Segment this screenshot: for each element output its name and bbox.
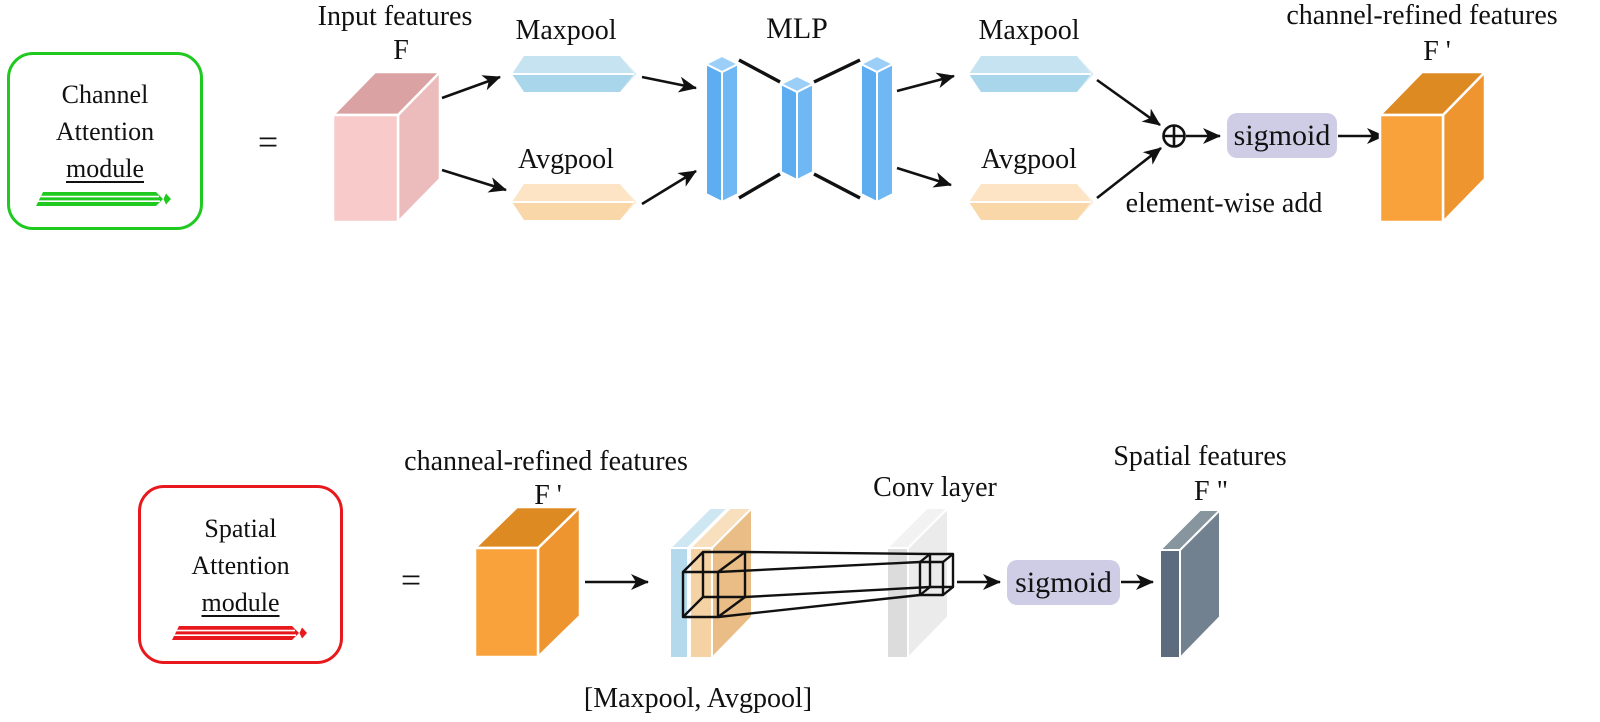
spatial-module-line-1: Spatial: [204, 513, 277, 543]
arrow-avgpool-to-mlp: [641, 169, 697, 206]
input-cube-front-face: [331, 113, 400, 224]
spatial-features-slab: [1157, 507, 1223, 661]
channel-module-line-1: Channel: [61, 80, 149, 109]
arrow-mlp-to-maxpool: [896, 72, 955, 93]
spatial-equals-sign: =: [400, 560, 422, 600]
mlp-column-right: [860, 62, 878, 204]
channeal-refined-label: channeal-refined features: [404, 446, 688, 477]
channel-module-line-2: Attention: [55, 117, 155, 146]
maxpool-right-label: Maxpool: [978, 15, 1080, 46]
input-features-label: Input features: [317, 1, 473, 32]
mlp-connections: [738, 58, 861, 200]
avgpool-bar-right: [969, 182, 1097, 222]
maxpool-bar-left: [512, 54, 640, 94]
mlp-label: MLP: [766, 12, 828, 45]
arrow-input-to-maxpool: [441, 75, 501, 100]
spatial-input-cube: [471, 504, 584, 660]
arrow-maxpool-to-add: [1096, 78, 1161, 127]
channel-attention-module-box: Channel Attention module: [7, 52, 203, 230]
avgpool-left-label: Avgpool: [518, 144, 614, 175]
maxpool-bar-front: [512, 74, 634, 92]
channel-refined-cube: [1377, 68, 1488, 226]
channel-sigmoid-box: sigmoid: [1227, 113, 1337, 158]
pool-concat-label: [Maxpool, Avgpool]: [583, 683, 813, 714]
mlp-layer-columns: [703, 54, 896, 204]
spatial-features-label: Spatial features: [1113, 441, 1287, 472]
spatial-input-symbol: F ': [534, 480, 562, 511]
spatial-attention-module-box: Spatial Attention module: [138, 485, 343, 664]
spatial-module-line-3: module: [201, 587, 280, 617]
red-3d-bar-icon: [171, 625, 307, 640]
maxpool-bar-top: [512, 56, 634, 74]
avgpool-slab: [687, 505, 755, 661]
mlp-column-middle: [780, 82, 798, 182]
arrow-maxpool-to-mlp: [641, 75, 697, 93]
element-wise-add-label: element-wise add: [1125, 188, 1323, 219]
conv-layer-slab: [884, 505, 951, 661]
arrow-input-to-avgpool: [441, 168, 507, 193]
arrow-mlp-to-avgpool: [896, 166, 952, 188]
maxpool-left-label: Maxpool: [515, 15, 617, 46]
input-features-symbol: F: [393, 35, 409, 66]
arrow-avgpool-to-add: [1096, 146, 1162, 200]
spatial-features-symbol: F ": [1193, 476, 1229, 507]
input-features-cube: [330, 68, 443, 226]
channel-module-line-3: module: [66, 154, 144, 183]
conv-layer-label: Conv layer: [873, 472, 997, 503]
channel-equals-sign: =: [257, 122, 279, 162]
avgpool-bar-top: [512, 184, 634, 202]
avgpool-right-label: Avgpool: [981, 144, 1077, 175]
avgpool-bar-front: [512, 202, 634, 220]
channel-refined-symbol: F ': [1423, 36, 1451, 67]
green-3d-bar-icon: [36, 192, 171, 206]
conv-kernel-wireframe: [681, 550, 955, 619]
avgpool-bar-left: [512, 182, 640, 222]
maxpool-bar-right: [969, 54, 1097, 94]
mlp-column-left: [705, 62, 723, 204]
channel-refined-label: channel-refined features: [1286, 0, 1558, 31]
channel-sigmoid-label: sigmoid: [1233, 118, 1331, 152]
spatial-sigmoid-label: sigmoid: [1015, 565, 1112, 599]
circled-plus-icon: [1162, 124, 1186, 148]
spatial-module-line-2: Attention: [191, 550, 290, 580]
spatial-sigmoid-box: sigmoid: [1007, 560, 1120, 605]
